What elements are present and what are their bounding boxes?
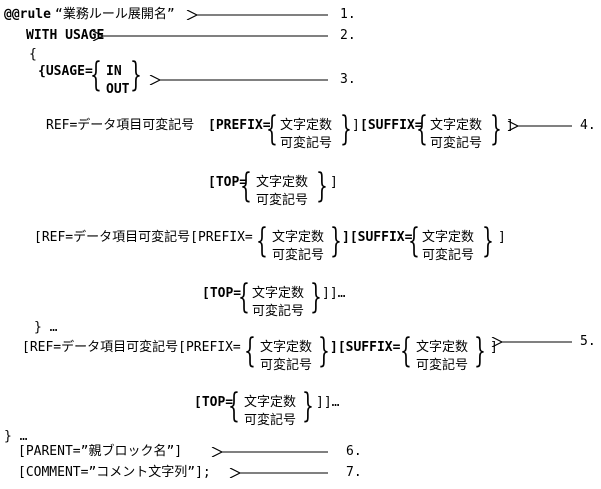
usage-brace-open: {	[90, 55, 102, 95]
close-usage: } …	[34, 320, 58, 335]
ref3-suffix-brace-open: {	[400, 331, 412, 371]
usage-opt-in: IN	[106, 64, 122, 79]
ref1-suffix: [SUFFIX=	[360, 118, 423, 133]
usage-opt-out: OUT	[106, 82, 130, 97]
ref2-suffix-const: 文字定数	[422, 230, 475, 245]
ref1-prefix-brace-close: }	[340, 109, 352, 149]
comment-clause: [COMMENT=”コメント文字列”];	[18, 465, 211, 480]
ref1-top-close: ]	[330, 175, 338, 190]
close-all: } …	[4, 429, 28, 444]
ref2-top-const: 文字定数	[252, 286, 305, 301]
ref2-top: [TOP=	[202, 286, 242, 301]
ref1-suffix-var: 可変記号	[430, 136, 483, 151]
ref1-suffix-brace-open: {	[416, 109, 428, 149]
ref3-prefix-brace-close: }	[318, 331, 330, 371]
ref2-prefix-brace-close: }	[330, 221, 342, 261]
parent-clause: [PARENT=”親ブロック名”]	[18, 444, 183, 459]
ref2-prefix-var: 可変記号	[272, 248, 325, 263]
rule-name: “業務ルール展開名”	[55, 7, 175, 22]
ref2-prefix-brace-open: {	[256, 221, 268, 261]
ref3-top-brace-open: {	[228, 386, 240, 426]
ref3-prefix-var: 可変記号	[260, 358, 313, 373]
ref3-suffix: ][SUFFIX=	[330, 340, 401, 355]
ref2-suffix-brace-open: {	[408, 221, 420, 261]
ref2-suffix-var: 可変記号	[422, 248, 475, 263]
rule-keyword: @@rule	[4, 7, 51, 22]
ref2-suffix-close: ]	[498, 230, 506, 245]
ref3-top: [TOP=	[194, 395, 234, 410]
ref1-top-var: 可変記号	[256, 193, 309, 208]
ref1-suffix-brace-close: }	[490, 109, 502, 149]
ref3-suffix-brace-close: }	[474, 331, 486, 371]
ref3-top-close: ]]…	[316, 395, 340, 410]
ref1-ref: REF=データ項目可変記号	[46, 118, 195, 133]
ref3-suffix-var: 可変記号	[416, 358, 469, 373]
open-brace: {	[29, 47, 37, 62]
callout-6: 6.	[346, 444, 362, 459]
ref1-prefix-brace-open: {	[266, 109, 278, 149]
ref3-prefix-const: 文字定数	[260, 340, 313, 355]
callout-1: 1.	[340, 7, 356, 22]
ref3-suffix-const: 文字定数	[416, 340, 469, 355]
ref1-prefix-const: 文字定数	[280, 118, 333, 133]
ref1-top-brace-close: }	[316, 166, 328, 206]
callout-7: 7.	[346, 465, 362, 480]
ref3-top-var: 可変記号	[244, 413, 297, 428]
ref3-suffix-close: ]	[490, 340, 498, 355]
ref1-suffix-const: 文字定数	[430, 118, 483, 133]
ref3-prefix-brace-open: {	[244, 331, 256, 371]
ref1-suffix-close: ]	[506, 118, 514, 133]
ref2-suffix-brace-close: }	[482, 221, 494, 261]
ref3-ref: [REF=データ項目可変記号[PREFIX=	[22, 340, 241, 355]
ref1-prefix-var: 可変記号	[280, 136, 333, 151]
ref1-top: [TOP=	[208, 175, 248, 190]
ref3-top-const: 文字定数	[244, 395, 297, 410]
ref2-suffix: ][SUFFIX=	[342, 230, 413, 245]
ref2-prefix-const: 文字定数	[272, 230, 325, 245]
callout-5: 5.	[580, 334, 596, 349]
ref1-prefix: [PREFIX=	[208, 118, 271, 133]
usage-label: {USAGE=	[38, 64, 93, 79]
callout-4: 4.	[580, 118, 596, 133]
ref3-top-brace-close: }	[302, 386, 314, 426]
ref2-top-close: ]]…	[322, 286, 346, 301]
callout-2: 2.	[340, 28, 356, 43]
ref1-top-brace-open: {	[240, 166, 252, 206]
with-usage: WITH USAGE	[26, 28, 105, 43]
ref2-top-var: 可変記号	[252, 304, 305, 319]
ref2-top-brace-close: }	[310, 277, 322, 317]
ref2-top-brace-open: {	[238, 277, 250, 317]
ref2-ref: [REF=データ項目可変記号[PREFIX=	[34, 230, 253, 245]
usage-brace-close: }	[130, 55, 142, 95]
ref1-prefix-close: ]	[352, 118, 360, 133]
callout-3: 3.	[340, 72, 356, 87]
ref1-top-const: 文字定数	[256, 175, 309, 190]
